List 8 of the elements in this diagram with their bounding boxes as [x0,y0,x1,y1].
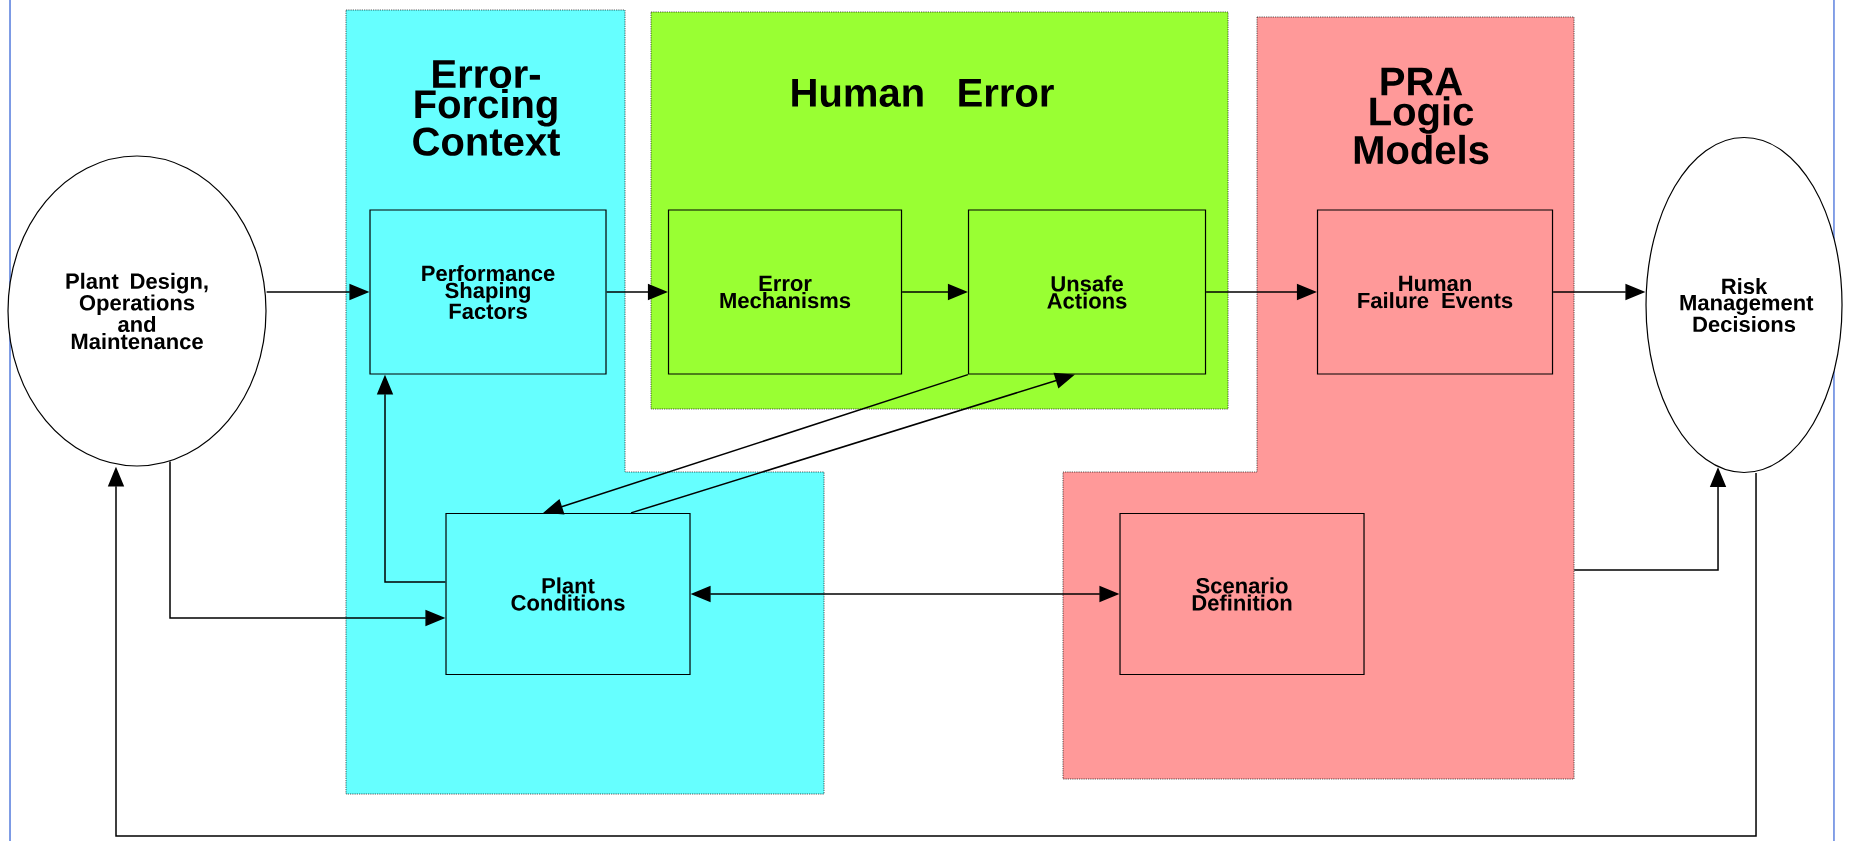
ellipse-node: Risk Management Decisions [1645,136,1843,474]
process-box: Plant Conditions [445,512,691,676]
process-box: Performance Shaping Factors [369,209,607,375]
process-box: Scenario Definition [1119,512,1365,676]
process-box: Error Mechanisms [667,209,903,375]
process-box: Human Failure Events [1316,209,1554,375]
process-box: Unsafe Actions [967,209,1207,375]
ellipse-node: Plant Design, Operations and Maintenance [7,155,267,467]
